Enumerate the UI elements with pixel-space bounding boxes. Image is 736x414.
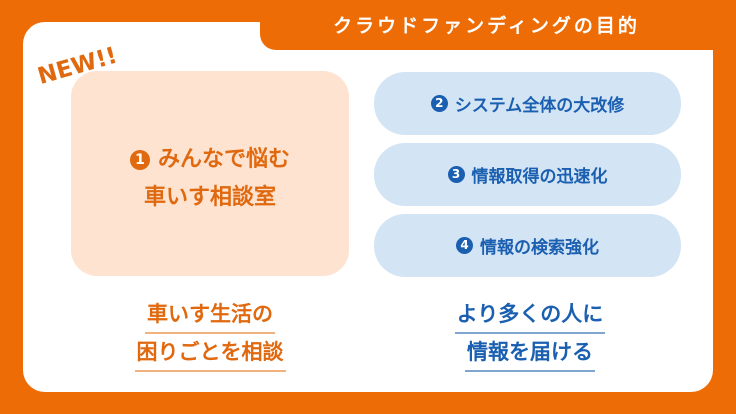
header-tab: クラウドファンディングの目的: [260, 0, 736, 50]
goal-label-4: 情報の検索強化: [480, 238, 599, 258]
goal-label-3: 情報取得の迅速化: [471, 167, 608, 187]
caption-left: 車いす生活の 困りごとを相談: [70, 296, 350, 372]
number-badge-1: 1: [129, 150, 150, 170]
main-goal-line2: 車いす相談室: [143, 185, 276, 210]
number-badge-2: 2: [430, 95, 448, 112]
goal-pill-3: 3 情報取得の迅速化: [374, 143, 681, 206]
caption-left-line1: 車いす生活の: [145, 296, 275, 334]
caption-right-line1: より多くの人に: [454, 296, 606, 334]
page-title: クラウドファンディングの目的: [333, 15, 640, 37]
caption-right: より多くの人に 情報を届ける: [380, 296, 680, 372]
number-badge-4: 4: [456, 237, 473, 254]
goal-pill-2: 2 システム全体の大改修: [374, 72, 681, 135]
goal-label-2: システム全体の大改修: [454, 96, 625, 116]
number-badge-3: 3: [447, 166, 465, 183]
caption-right-line2: 情報を届ける: [465, 334, 595, 372]
caption-left-line2: 困りごとを相談: [134, 334, 286, 372]
goal-pill-4: 4 情報の検索強化: [374, 214, 681, 277]
